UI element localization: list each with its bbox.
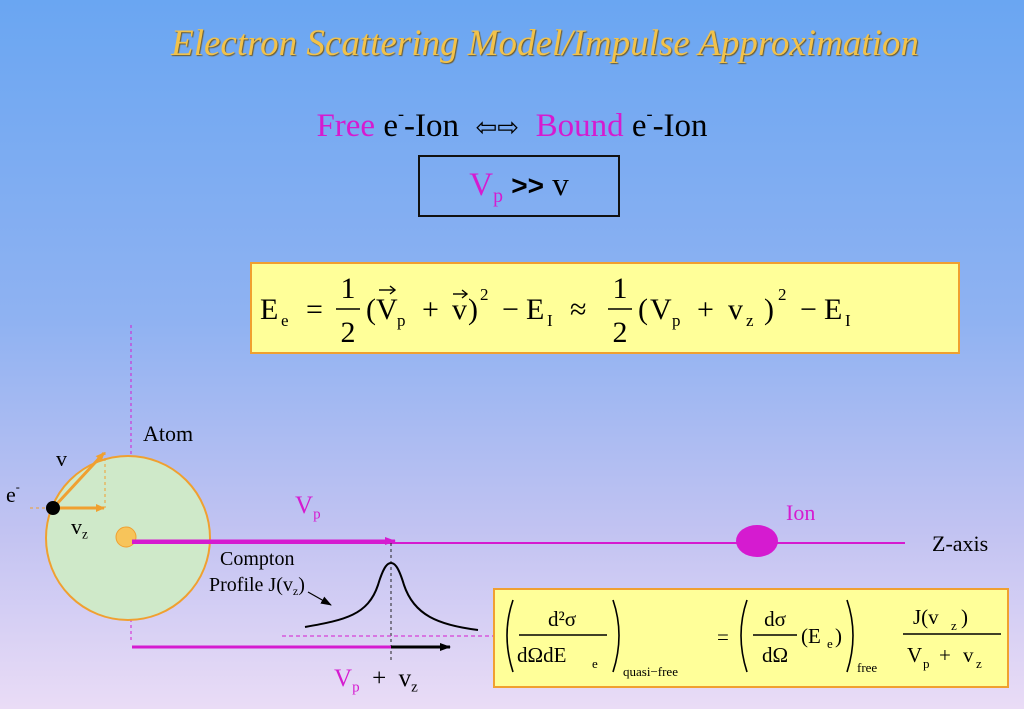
- condition-box: Vp >> v: [418, 155, 620, 217]
- v-arrow: [52, 451, 106, 509]
- eq-E: E: [260, 293, 278, 326]
- eq-vz: v: [728, 293, 743, 326]
- xs-dOmega-dE: dΩdE: [517, 643, 566, 667]
- eq-I-sub: I: [547, 311, 553, 330]
- compton-pointer-arrow: [307, 591, 332, 606]
- eq-p-sub-2: p: [672, 311, 681, 330]
- xs-left-paren: [506, 599, 514, 673]
- xs-right-paren-2: [846, 599, 854, 673]
- eq-e-sub: e: [281, 311, 289, 330]
- bound-word: Bound: [535, 108, 624, 144]
- energy-equation-box: E e = 1 2 ( V p + v ) 2 − E I ≈ 1 2 ( V: [250, 262, 960, 354]
- atom-label: Atom: [143, 421, 194, 446]
- electron-symbol-2: e: [631, 108, 647, 144]
- eq-two-2: 2: [613, 316, 628, 349]
- eq-approx: ≈: [570, 293, 586, 326]
- eq-minus-2: −: [800, 293, 817, 326]
- eq-one: 1: [341, 272, 356, 305]
- eq-EI: E: [526, 293, 544, 326]
- eq-minus: −: [502, 293, 519, 326]
- z-axis-label: Z-axis: [932, 531, 989, 556]
- xs-dOmega: dΩ: [762, 643, 788, 667]
- xs-den-p: p: [923, 656, 930, 671]
- eq-EI-2: E: [824, 293, 842, 326]
- eq-paren-close: ): [468, 293, 478, 326]
- eq-paren-open: (: [366, 293, 376, 326]
- eq-paren-close-2: ): [764, 293, 774, 326]
- xs-den-plus: +: [939, 643, 951, 667]
- eq-V: V: [376, 293, 398, 326]
- cross-section-equation: d²σ dΩdE e quasi−free = dσ dΩ (E e ) fre…: [506, 599, 1001, 679]
- nucleus: [115, 526, 137, 548]
- xs-Ee-close: ): [835, 624, 842, 648]
- minus-sup-2: -: [646, 103, 653, 124]
- compton-label-line1: Compton: [220, 548, 295, 570]
- v-label: v: [56, 446, 67, 471]
- xs-den-V: V: [907, 643, 922, 667]
- electron-label: e-: [6, 480, 20, 507]
- xs-J-close: ): [961, 605, 968, 629]
- vp-label: Vp: [295, 492, 321, 523]
- eq-sq-2: 2: [778, 285, 787, 304]
- eq-plus: +: [422, 293, 439, 326]
- free-word: Free: [316, 108, 376, 144]
- eq-sq: 2: [480, 285, 489, 304]
- vz-label: vz: [71, 514, 88, 542]
- eq-one-2: 1: [613, 272, 628, 305]
- xs-J-z-sub: z: [951, 618, 957, 633]
- eq-paren-open-2: (: [638, 293, 648, 326]
- ion-label: Ion: [786, 500, 816, 525]
- ion-text: -Ion: [404, 108, 460, 144]
- eq-V-2: V: [650, 293, 672, 326]
- cross-section-box: d²σ dΩdE e quasi−free = dσ dΩ (E e ) fre…: [493, 588, 1009, 688]
- slide-title: Electron Scattering Model/Impulse Approx…: [171, 23, 919, 64]
- eq-I-sub-2: I: [845, 311, 851, 330]
- xs-equals: =: [717, 625, 729, 649]
- energy-equation: E e = 1 2 ( V p + v ) 2 − E I ≈ 1 2 ( V: [260, 272, 851, 349]
- vp-symbol: Vp: [469, 167, 504, 207]
- electron-symbol: e: [383, 108, 398, 144]
- eq-equals: =: [306, 293, 323, 326]
- xs-d2sigma: d²σ: [548, 607, 576, 631]
- xs-den-v: v: [963, 643, 974, 667]
- v-symbol: v: [552, 167, 569, 203]
- xs-e-sub: e: [592, 656, 598, 671]
- double-arrow-icon: ⇦⇨: [475, 113, 520, 143]
- xs-J: J(v: [913, 605, 939, 629]
- ion-dot: [736, 525, 778, 557]
- compton-label-line2: Profile J(vz): [209, 574, 305, 599]
- eq-z-sub: z: [746, 311, 754, 330]
- xs-free-sub: free: [857, 660, 877, 675]
- free-bound-header: Free e--Ion ⇦⇨ Bound e--Ion: [0, 105, 1024, 145]
- eq-p-sub: p: [397, 311, 406, 330]
- xs-quasi-free: quasi−free: [623, 664, 678, 679]
- xs-Ee: (E: [801, 624, 821, 648]
- xs-right-paren: [612, 599, 620, 673]
- eq-plus-2: +: [697, 293, 714, 326]
- eq-vec-arrowhead-icon: [389, 285, 397, 295]
- compton-profile-curve: [304, 561, 479, 631]
- xs-dsigma: dσ: [764, 607, 786, 631]
- eq-v-vec-arrowhead-icon: [461, 289, 469, 299]
- bottom-vp-vz-label: Vp + vz: [334, 665, 418, 696]
- eq-two: 2: [341, 316, 356, 349]
- eq-v: v: [452, 293, 467, 326]
- xs-left-paren-2: [740, 599, 748, 673]
- much-greater-symbol: >>: [511, 170, 544, 201]
- ion-text-2: -Ion: [652, 108, 708, 144]
- xs-Ee-sub: e: [827, 636, 833, 651]
- electron-dot: [46, 501, 60, 515]
- minus-sup: -: [397, 103, 405, 124]
- xs-den-z-sub: z: [976, 656, 982, 671]
